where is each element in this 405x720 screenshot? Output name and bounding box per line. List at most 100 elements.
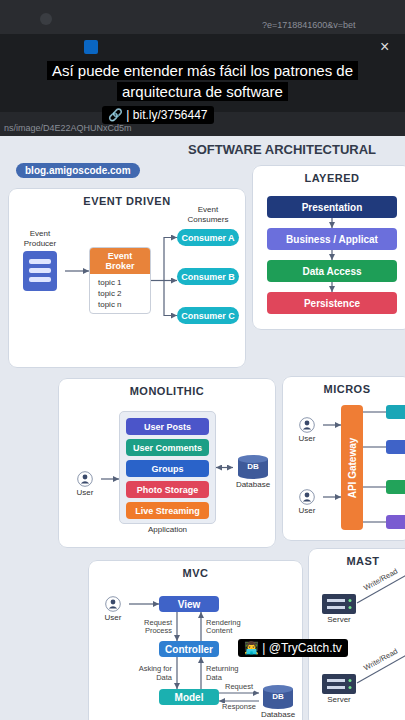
module-box: Photo Storage xyxy=(126,481,209,498)
pattern-panel: MONOLITHICUserApplicationUser PostsUser … xyxy=(58,378,276,548)
service-box xyxy=(386,515,405,529)
video-caption: Así puede entender más fácil los patrone… xyxy=(47,61,358,101)
panel-ground xyxy=(58,378,276,548)
server-icon: Server xyxy=(319,594,359,624)
user-head xyxy=(305,493,310,498)
connector-arrow xyxy=(331,250,332,260)
diagram-title: SOFTWARE ARCHITECTURAL xyxy=(188,142,376,157)
panel-ground xyxy=(308,548,405,720)
connector-arrow xyxy=(323,424,341,425)
layer-band: Persistence xyxy=(267,292,397,314)
site-badge-text: blog.amigoscode.com xyxy=(25,165,131,176)
controller-box-text: Controller xyxy=(165,644,213,655)
user-head xyxy=(83,475,88,480)
event-producer-text: Event Producer xyxy=(15,229,65,249)
connector-label: Returning Data xyxy=(205,665,247,682)
connector-arrow xyxy=(176,612,177,641)
layer-band: Presentation xyxy=(267,196,397,218)
layer-band-text: Business / Applicat xyxy=(286,234,378,245)
event-broker-text: Event Broker xyxy=(90,248,150,274)
user-icon-text: User xyxy=(105,613,122,622)
user-body xyxy=(303,427,311,429)
database-cylinder-text: DB xyxy=(272,684,284,710)
user-icon: User xyxy=(291,417,323,443)
consumer-box: Consumer B xyxy=(177,268,239,285)
connector-arrow xyxy=(101,478,119,479)
line-label: Write/Read xyxy=(361,566,400,593)
consumer-box-text: Consumer A xyxy=(181,233,234,243)
service-box xyxy=(386,405,405,419)
server-led xyxy=(349,599,352,602)
link-overlay: 🔗 | bit.ly/3756447 xyxy=(102,106,214,124)
application-box: ApplicationUser PostsUser CommentsGroups… xyxy=(119,411,216,524)
database-cylinder-text: DB xyxy=(247,454,259,480)
user-icon-text: User xyxy=(299,434,316,443)
module-box-text: User Comments xyxy=(133,443,202,453)
connector-arrow xyxy=(331,218,332,228)
event-broker-text: topic n xyxy=(90,299,150,310)
server-slot xyxy=(327,686,345,689)
cylinder-top xyxy=(238,455,268,463)
server-symbol xyxy=(322,674,356,694)
layer-band: Data Access xyxy=(267,260,397,282)
service-wire xyxy=(362,486,386,487)
module-box-text: Photo Storage xyxy=(137,485,199,495)
connector-arrow xyxy=(176,657,177,689)
model-box-text: Model xyxy=(175,692,204,703)
panel-ground xyxy=(8,188,246,368)
database-cylinder-text: Database xyxy=(261,710,295,719)
user-symbol xyxy=(77,471,93,487)
service-links xyxy=(362,412,386,522)
user-body xyxy=(109,606,117,608)
module-box: Live Streaming xyxy=(126,502,209,519)
panel-heading: MAST xyxy=(309,555,405,567)
connector-label: Asking for Data xyxy=(131,665,173,682)
handle-overlay: 👨‍💻 | @TryCatch.tv xyxy=(238,639,348,657)
service-wire xyxy=(362,411,386,412)
connector-arrow xyxy=(151,281,177,316)
user-icon: User xyxy=(291,489,323,515)
module-box: Groups xyxy=(126,460,209,477)
panel-heading: MVC xyxy=(89,567,302,579)
close-mark: × xyxy=(380,38,389,56)
module-box-text: Groups xyxy=(151,464,183,474)
site-badge: blog.amigoscode.com xyxy=(16,163,140,178)
user-icon-text: User xyxy=(77,488,94,497)
connector-arrow xyxy=(216,467,233,468)
user-ring xyxy=(106,597,121,612)
layer-band-text: Persistence xyxy=(304,298,360,309)
connector-arrow xyxy=(151,238,177,281)
site-icon xyxy=(84,40,98,54)
server-symbol xyxy=(322,594,356,614)
server-icon: Server xyxy=(319,674,359,704)
layer-band-text: Data Access xyxy=(302,266,361,277)
panel-heading: MONOLITHIC xyxy=(59,385,275,397)
group-label: Event Consumers xyxy=(180,205,236,225)
connector-arrow xyxy=(65,270,89,271)
service-box xyxy=(386,480,405,494)
server-case xyxy=(322,594,356,614)
connector-label: Rendering Content xyxy=(205,618,247,635)
server-led xyxy=(349,606,352,609)
consumer-box: Consumer A xyxy=(177,229,239,246)
connector-arrow xyxy=(129,603,159,604)
user-ring xyxy=(300,490,315,505)
server-case xyxy=(322,674,356,694)
event-broker-text: topic 2 xyxy=(90,288,150,299)
server-icon-text: Server xyxy=(327,615,351,624)
connector-arrow xyxy=(200,657,201,689)
connector-arrow xyxy=(331,282,332,292)
event-producer: Event Producer xyxy=(15,229,65,291)
consumer-box-text: Consumer C xyxy=(181,311,235,321)
view-box: View xyxy=(159,596,219,612)
producer-symbol xyxy=(23,251,57,291)
user-icon: User xyxy=(97,596,129,622)
layer-band-text: Presentation xyxy=(302,202,363,213)
service-wire xyxy=(362,446,386,447)
user-ring xyxy=(300,418,315,433)
module-box-text: Live Streaming xyxy=(135,506,200,516)
user-body xyxy=(81,481,89,483)
controller-box: Controller xyxy=(159,641,219,657)
connector-arrow xyxy=(323,496,341,497)
panel-ground xyxy=(282,376,405,541)
